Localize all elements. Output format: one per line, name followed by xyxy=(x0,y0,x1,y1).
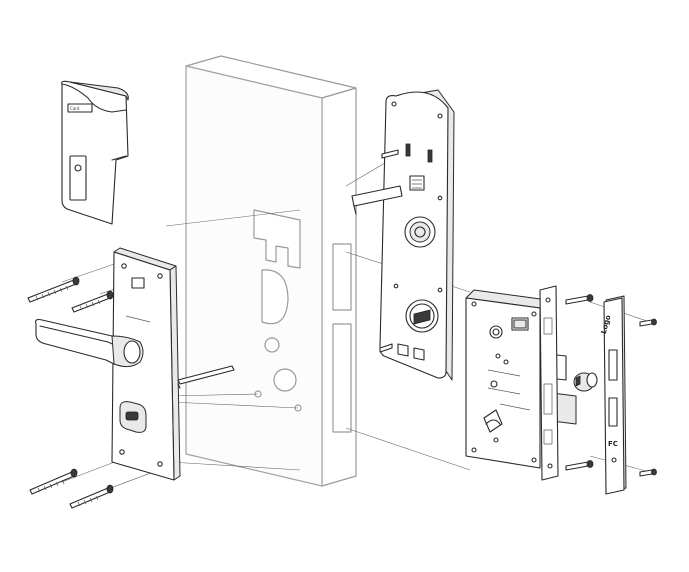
inside-escutcheon xyxy=(379,89,455,381)
screw-hole xyxy=(121,263,127,269)
screw xyxy=(639,318,657,327)
left-screws xyxy=(27,276,114,509)
mortise-lock-body xyxy=(465,289,577,469)
faceplate-mark: FC xyxy=(608,440,618,448)
screw xyxy=(565,294,594,305)
connector-cable xyxy=(351,185,403,215)
card-reader-module: Card xyxy=(61,80,129,225)
screw-hole xyxy=(157,461,163,467)
screw xyxy=(27,276,80,303)
screw-hole xyxy=(119,449,125,455)
guide-pins xyxy=(379,149,399,353)
lever-handle xyxy=(35,318,144,368)
screw xyxy=(639,468,657,477)
screw xyxy=(69,484,114,509)
lock-cylinder xyxy=(573,372,598,392)
screw xyxy=(565,460,594,471)
door-slab xyxy=(185,55,357,487)
spindle-bar xyxy=(177,365,235,389)
card-unit-label: Card xyxy=(70,106,80,111)
outside-escutcheon xyxy=(111,247,181,481)
screw xyxy=(71,290,114,313)
screw xyxy=(29,468,78,495)
mortise-front-plate xyxy=(539,285,559,481)
outer-faceplate: Logo FC xyxy=(600,295,627,495)
screw-hole xyxy=(157,273,163,279)
right-screws xyxy=(565,294,657,477)
